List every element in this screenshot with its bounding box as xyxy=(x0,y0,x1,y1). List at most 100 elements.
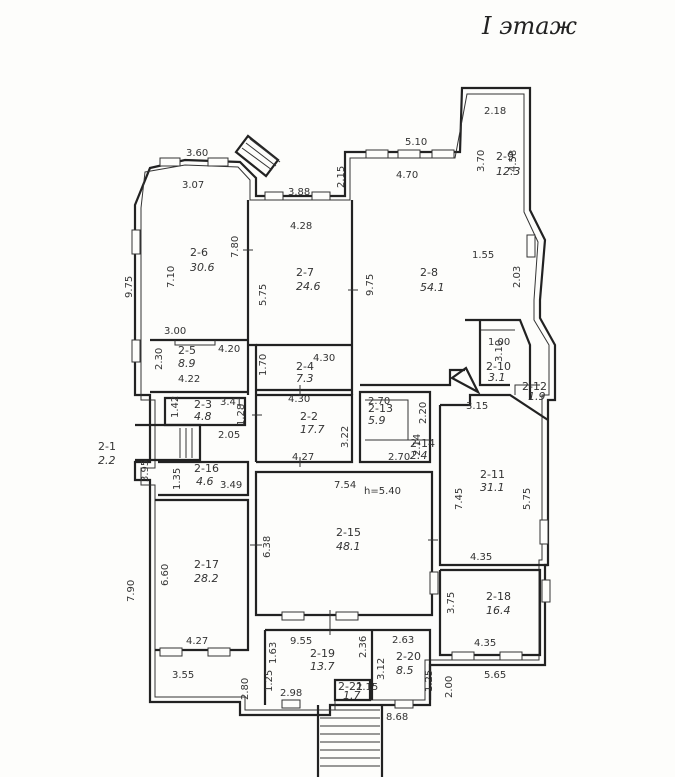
dim: 4.35 xyxy=(474,638,496,649)
windows xyxy=(131,149,551,709)
room-code-2-21: 2-21 xyxy=(338,680,363,693)
room-code-2-7: 2-7 xyxy=(296,266,314,279)
room-code-2-10: 2-10 xyxy=(486,360,511,373)
ceiling-height: h=5.40 xyxy=(364,486,401,497)
dim: 7.90 xyxy=(126,580,137,602)
dim: 1.63 xyxy=(268,642,279,664)
room-area-2-3: 4.8 xyxy=(194,410,212,423)
dim: 7.54 xyxy=(334,480,356,491)
dim: 1.25 xyxy=(264,670,275,692)
dimension-labels: 3.60 3.07 3.88 4.28 5.10 4.70 2.18 1.55 … xyxy=(124,106,533,723)
dim: 2.30 xyxy=(154,348,165,370)
room-area-2-20: 8.5 xyxy=(396,664,414,677)
dim: 3.49 xyxy=(220,480,242,491)
room-area-2-7: 24.6 xyxy=(296,280,321,293)
dim: 3.41 xyxy=(220,397,242,408)
dim: 1.25 xyxy=(424,670,435,692)
dim: 3.60 xyxy=(186,148,208,159)
room-code-2-1: 2-1 xyxy=(98,440,116,453)
dim: 2.63 xyxy=(392,635,414,646)
dim: 5.75 xyxy=(258,284,269,306)
room-area-2-14: 2.4 xyxy=(410,449,428,462)
dim: 3.00 xyxy=(164,326,186,337)
dim: 4.30 xyxy=(288,394,310,405)
room-code-2-8: 2-8 xyxy=(420,266,438,279)
front-steps xyxy=(316,705,384,777)
dim: 9.75 xyxy=(124,276,135,298)
door-marks xyxy=(243,249,438,635)
room-code-2-11: 2-11 xyxy=(480,468,505,481)
dim: 8.68 xyxy=(386,712,408,723)
dim: 4.28 xyxy=(290,221,312,232)
room-code-2-6: 2-6 xyxy=(190,246,208,259)
dim: 4.58 xyxy=(508,150,519,172)
dim: 4.27 xyxy=(186,636,208,647)
dim: 2.00 xyxy=(444,676,455,698)
bay-stair-top xyxy=(234,134,281,178)
room-area-2-9: 12.3 xyxy=(496,165,521,178)
dim: 2.18 xyxy=(484,106,506,117)
dim: 2.03 xyxy=(512,266,523,288)
dim: 2.20 xyxy=(418,402,429,424)
dim: 4.27 xyxy=(292,452,314,463)
room-code-2-9: 2-9 xyxy=(496,150,514,163)
dim: 3.10 xyxy=(494,340,505,362)
room-area-2-21: 1.7 xyxy=(343,689,361,702)
dim: 7.10 xyxy=(166,266,177,288)
dim: 6.60 xyxy=(160,564,171,586)
dim: 2.15 xyxy=(336,166,347,188)
room-code-2-18: 2-18 xyxy=(486,590,511,603)
interior-walls xyxy=(135,200,549,705)
room-area-2-19: 13.7 xyxy=(310,660,335,673)
room-code-2-15: 2-15 xyxy=(336,526,361,539)
room-code-2-17: 2-17 xyxy=(194,558,219,571)
dim: 2.15 xyxy=(356,682,378,693)
dim: 5.10 xyxy=(405,137,427,148)
dim: 7.45 xyxy=(454,488,465,510)
dim: 1.42 xyxy=(170,396,181,418)
dim: 1.00 xyxy=(488,337,510,348)
room-code-2-20: 2-20 xyxy=(396,650,421,663)
room-code-2-14: 2-14 xyxy=(410,437,435,450)
room-labels: 2-6 30.6 2-7 24.6 2-8 54.1 2-9 12.3 2-5 … xyxy=(98,150,547,702)
dim: 3.95 xyxy=(140,460,151,482)
room-area-2-18: 16.4 xyxy=(486,604,511,617)
room-area-2-11: 31.1 xyxy=(480,481,505,494)
room-area-2-10: 3.1 xyxy=(488,371,506,384)
dim: 2.80 xyxy=(240,678,251,700)
dim: 3.88 xyxy=(288,187,310,198)
room-code-2-13: 2-13 xyxy=(368,402,393,415)
dim: 3.75 xyxy=(446,592,457,614)
dim: 6.38 xyxy=(262,536,273,558)
dim: 2.14 xyxy=(412,434,423,456)
dim: 3.22 xyxy=(340,426,351,448)
room-area-2-13: 5.9 xyxy=(368,414,386,427)
dim: 5.65 xyxy=(484,670,506,681)
dim: 3.70 xyxy=(476,150,487,172)
room-code-2-5: 2-5 xyxy=(178,344,196,357)
dim: 4.70 xyxy=(396,170,418,181)
room-area-2-4: 7.3 xyxy=(296,372,314,385)
room-area-2-12: 1.9 xyxy=(528,390,546,403)
room-code-2-19: 2-19 xyxy=(310,647,335,660)
dim: 4.35 xyxy=(470,552,492,563)
room-code-2-12: 2-12 xyxy=(522,380,547,393)
dim: 4.20 xyxy=(218,344,240,355)
dim: 4.22 xyxy=(178,374,200,385)
room-area-2-8: 54.1 xyxy=(420,281,445,294)
dim: 5.75 xyxy=(522,488,533,510)
dim: 1.35 xyxy=(172,468,183,490)
dim: 3.12 xyxy=(376,658,387,680)
room-area-2-17: 28.2 xyxy=(194,572,219,585)
room-area-2-15: 48.1 xyxy=(336,540,361,553)
room-code-2-2: 2-2 xyxy=(300,410,318,423)
dim: 4.30 xyxy=(313,353,335,364)
dim: 3.55 xyxy=(172,670,194,681)
room-area-2-16: 4.6 xyxy=(196,475,214,488)
dim: 2.98 xyxy=(280,688,302,699)
room-code-2-4: 2-4 xyxy=(296,360,314,373)
dim: 1.70 xyxy=(258,354,269,376)
dim: 2.05 xyxy=(218,430,240,441)
dim: 2.36 xyxy=(358,636,369,658)
